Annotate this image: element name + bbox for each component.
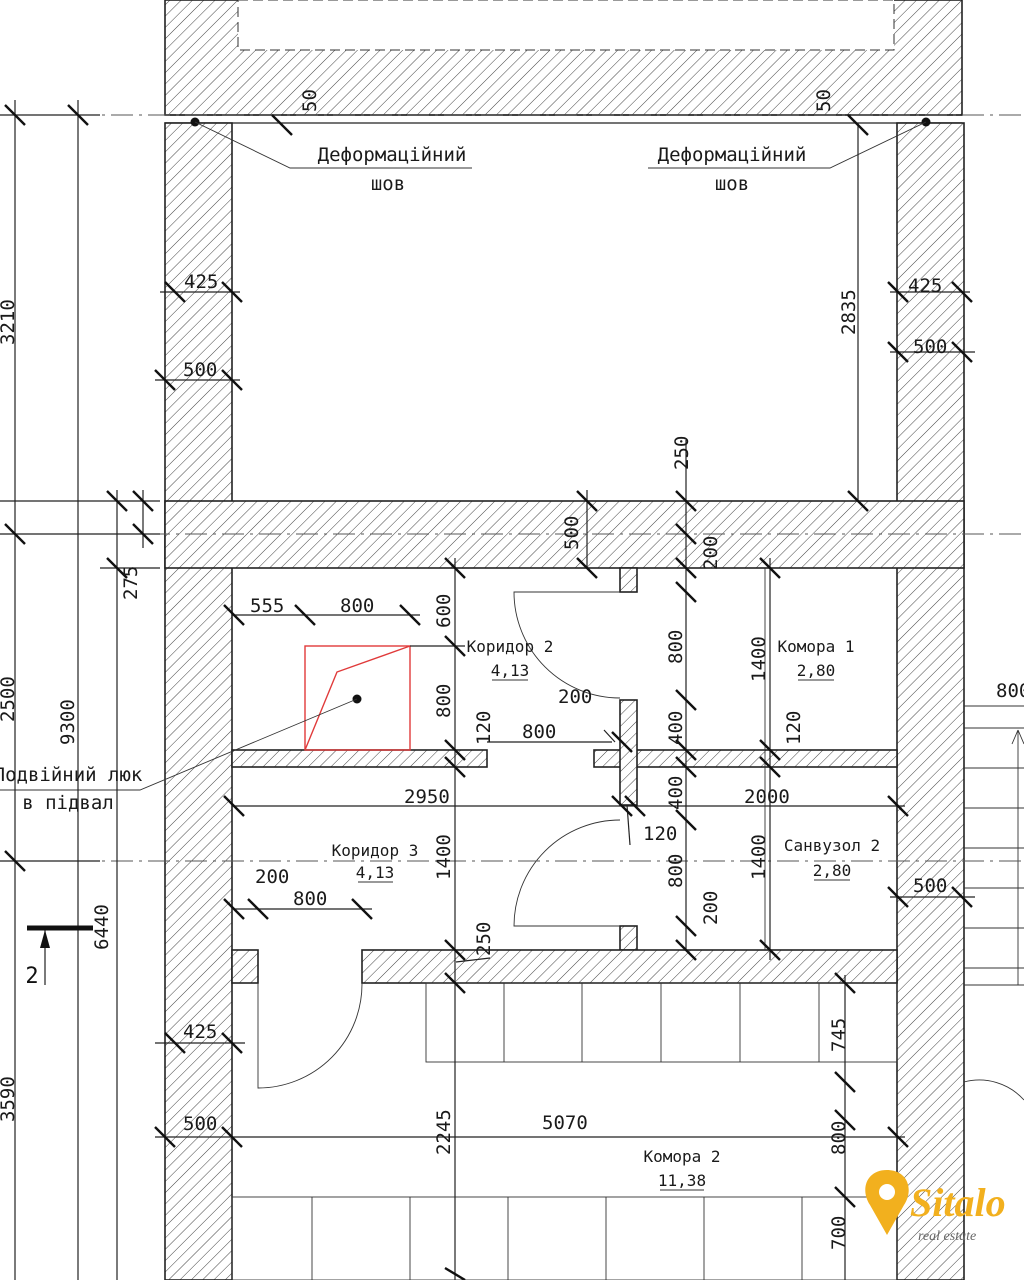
dimension-d745: 745 [828,1018,850,1052]
logo-wordmark: Sitalo [910,1180,1006,1225]
deform-left-line1: Деформаційний [318,144,467,166]
dimension-d3210: 3210 [0,299,19,345]
room-name-komora1: Комора 1 [777,637,854,656]
dimension-d500c: 500 [913,875,947,897]
dimension-d6440: 6440 [91,904,113,950]
room-area-koridor2: 4,13 [491,661,530,680]
deform-right-line1: Деформаційний [658,144,807,166]
dimension-d500d: 500 [183,1113,217,1135]
room-name-koridor2: Коридор 2 [467,637,554,656]
dimension-d425c: 425 [183,1021,217,1043]
inner-walls [231,567,898,984]
logo-tagline: real estate [918,1229,976,1244]
dimension-d2245: 2245 [433,1109,455,1155]
dimension-texts: 50 50 425 425 425 500 500 500 500 500 28… [0,89,1024,1250]
dimension-d200c: 200 [700,891,722,925]
dimension-d425a: 425 [184,271,218,293]
room-area-komora1: 2,80 [797,661,836,680]
dimension-ticks [4,104,973,1280]
labels: Деформаційний шов Деформаційний шов Кори… [0,144,880,1191]
section-mark-label: 2 [25,964,38,989]
section-mark-symbol [27,925,93,985]
dimension-d500a: 500 [183,359,217,381]
dimension-d800a: 800 [340,595,374,617]
dimension-d2500: 2500 [0,676,19,722]
dimension-d1400c: 1400 [748,834,770,880]
dimension-d250b: 250 [473,922,495,956]
dimension-d50a: 50 [299,89,321,112]
dimension-d200b: 200 [558,686,592,708]
axes [0,114,1024,862]
room-name-komora2: Комора 2 [643,1147,720,1166]
room-name-sanvuzol2: Санвузол 2 [784,836,880,855]
door-koridor2 [513,591,621,699]
dimension-d200a: 200 [700,536,722,570]
dimension-d800c: 800 [665,630,687,664]
dimension-d2000: 2000 [744,786,790,808]
dimension-d120a: 120 [473,711,495,745]
dimension-d500b: 500 [913,336,947,358]
dimension-d5070: 5070 [542,1112,588,1134]
dimension-d800b: 800 [433,684,455,718]
basement-hatch [0,645,411,791]
top-slab [164,0,963,124]
hatch-note-line2: в підвал [22,792,114,814]
hatch-note-line1: Подвійний люк [0,764,143,786]
dimension-d700: 700 [828,1216,850,1250]
dimension-d120b: 120 [783,711,805,745]
dimension-d200d: 200 [255,866,289,888]
dimension-d2950: 2950 [404,786,450,808]
dimension-d1400a: 1400 [748,636,770,682]
shelves [231,982,898,1280]
dimension-d425b: 425 [908,275,942,297]
dimension-d800e: 800 [665,854,687,888]
outer-walls [164,122,965,1280]
dimension-d1400b: 1400 [433,834,455,880]
dimension-d50b: 50 [813,89,835,112]
dimension-d600: 600 [433,594,455,628]
dimension-d500e: 500 [561,516,583,550]
dimension-d400a: 400 [665,711,687,745]
dimension-d250a: 250 [671,436,693,470]
dimension-d9300: 9300 [57,699,79,745]
deform-joints [190,117,931,169]
dimension-d120c: 120 [643,823,677,845]
deform-left-line2: шов [371,173,405,195]
room-area-sanvuzol2: 2,80 [813,861,852,880]
deform-right-line2: шов [715,173,749,195]
room-area-komora2: 11,38 [658,1171,706,1190]
dimension-lines [0,100,975,1280]
room-name-koridor3: Коридор 3 [332,841,419,860]
dimension-d800g: 800 [828,1121,850,1155]
dimension-d3590: 3590 [0,1076,19,1122]
dimension-d555: 555 [250,595,284,617]
dimension-d275: 275 [120,566,142,600]
dimension-d800right: 800 [996,680,1024,702]
brand-logo: Sitalo real estate [865,1170,1006,1244]
door-koridor3 [513,819,621,927]
dimension-d400b: 400 [665,776,687,810]
dimension-d800f: 800 [293,888,327,910]
room-area-koridor3: 4,13 [356,863,395,882]
dimension-d800d: 800 [522,721,556,743]
external-stair [963,705,1024,1101]
dimension-d2835: 2835 [838,289,860,335]
door-entry [257,982,363,1089]
